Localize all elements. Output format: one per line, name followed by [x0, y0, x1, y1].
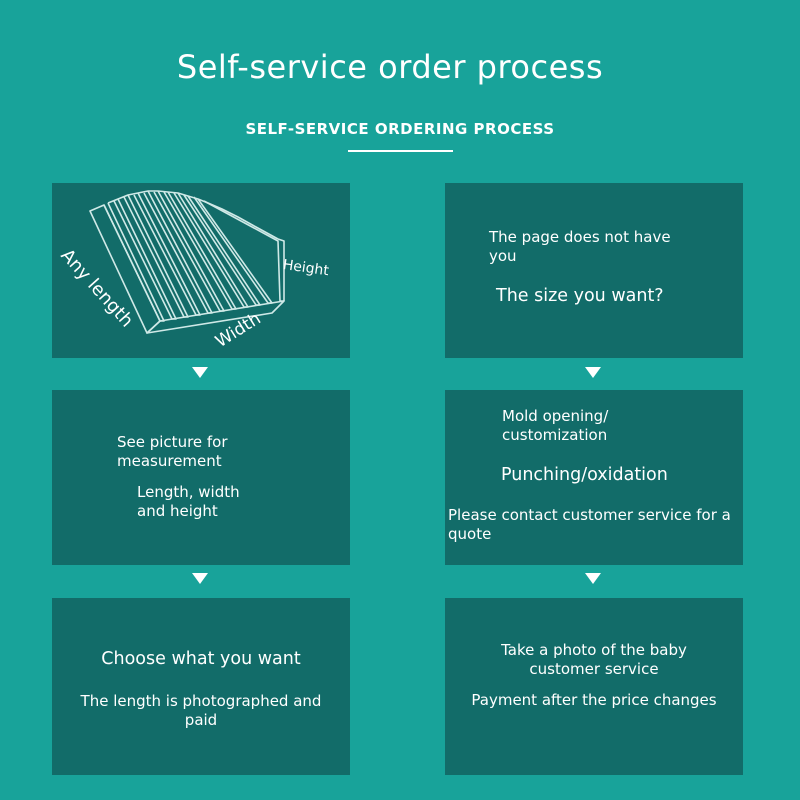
no-size-text: The page does not have you [489, 228, 671, 265]
choose-text: Choose what you want [101, 649, 301, 669]
heatsink-profile-icon [89, 190, 285, 334]
photo-text: Take a photo of the baby customer servic… [501, 641, 687, 678]
step-box-choose: Choose what you want The length is photo… [52, 598, 350, 775]
contact-text: Please contact customer service for a qu… [448, 506, 731, 543]
step-box-payment: Take a photo of the baby customer servic… [445, 598, 743, 775]
paid-text: The length is photographed and paid [80, 692, 322, 729]
page-title: Self-service order process [176, 48, 604, 86]
dimensions-text: Length, width and height [137, 483, 240, 520]
measurement-text: See picture for measurement [117, 433, 228, 470]
size-question-text: The size you want? [496, 286, 664, 306]
page-subtitle: SELF-SERVICE ORDERING PROCESS [245, 120, 555, 138]
punching-text: Punching/oxidation [501, 465, 668, 485]
step-box-size-question: The page does not have you The size you … [445, 183, 743, 358]
mold-text: Mold opening/ customization [502, 407, 609, 444]
payment-text: Payment after the price changes [471, 691, 717, 709]
arrow-down-icon [585, 573, 601, 584]
arrow-down-icon [192, 573, 208, 584]
step-box-customization: Mold opening/ customization Punching/oxi… [445, 390, 743, 565]
title-divider [348, 150, 453, 152]
step-box-measurement: See picture for measurement Length, widt… [52, 390, 350, 565]
step-box-dimensions-image: Any length Height Width [52, 183, 350, 358]
arrow-down-icon [192, 367, 208, 378]
arrow-down-icon [585, 367, 601, 378]
